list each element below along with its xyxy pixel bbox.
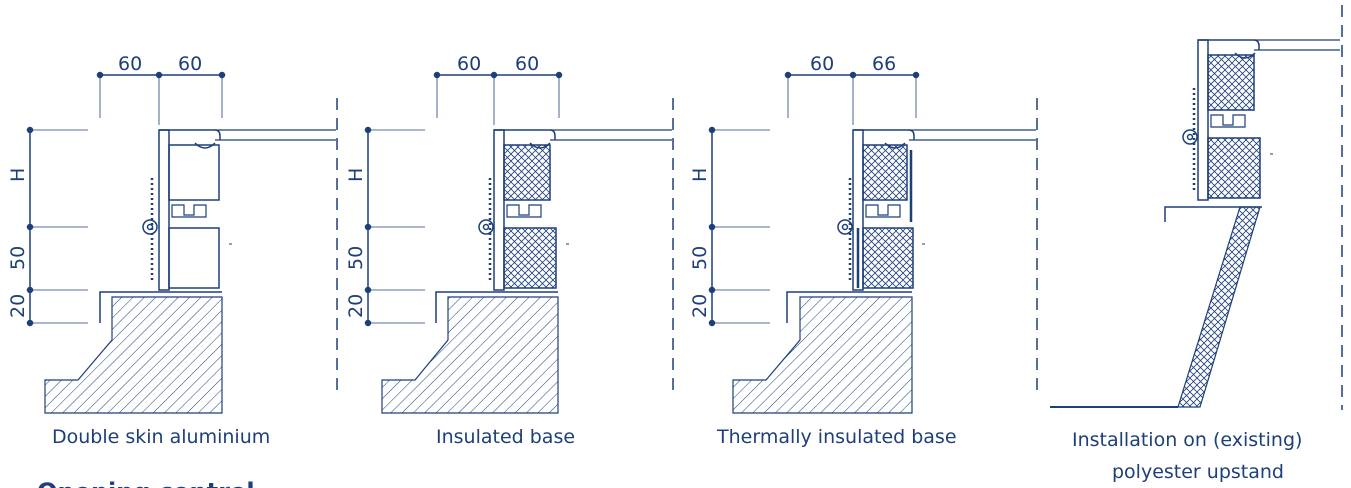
dim-h: H (345, 168, 367, 182)
panel-2-labels: 60 60 H 50 20 Insulated base (345, 53, 575, 448)
dim-50: 50 (345, 246, 367, 270)
dim-top-right: 60 (178, 53, 202, 75)
dim-top-left: 60 (457, 53, 481, 75)
dim-50: 50 (7, 246, 29, 270)
section-heading-cut-off: Opening control (37, 478, 255, 488)
dim-top-right: 60 (515, 53, 539, 75)
panel-1-labels: 60 60 H 50 20 Double skin aluminium (7, 53, 270, 448)
caption-line-1: Installation on (existing) (1072, 429, 1302, 451)
panel-insulated-base (364, 71, 674, 414)
caption: Insulated base (436, 426, 575, 448)
dim-top-left: 60 (118, 53, 142, 75)
panel-double-skin (26, 71, 338, 414)
dim-h: H (689, 168, 711, 182)
caption-line-2: polyester upstand (1112, 461, 1284, 483)
dim-top-left: 60 (810, 53, 834, 75)
panel-3-labels: 60 66 H 50 20 Thermally insulated base (689, 53, 957, 448)
panel-thermally-insulated (708, 71, 1038, 414)
dim-50: 50 (689, 246, 711, 270)
panel-4-labels: Installation on (existing) polyester ups… (1072, 429, 1302, 483)
panel-polyester-upstand (1050, 5, 1343, 410)
caption: Double skin aluminium (52, 426, 270, 448)
dim-20: 20 (7, 294, 29, 318)
dim-h: H (7, 168, 29, 182)
dim-top-right: 66 (872, 53, 896, 75)
dim-20: 20 (689, 294, 711, 318)
dim-20: 20 (345, 294, 367, 318)
caption: Thermally insulated base (716, 426, 957, 448)
